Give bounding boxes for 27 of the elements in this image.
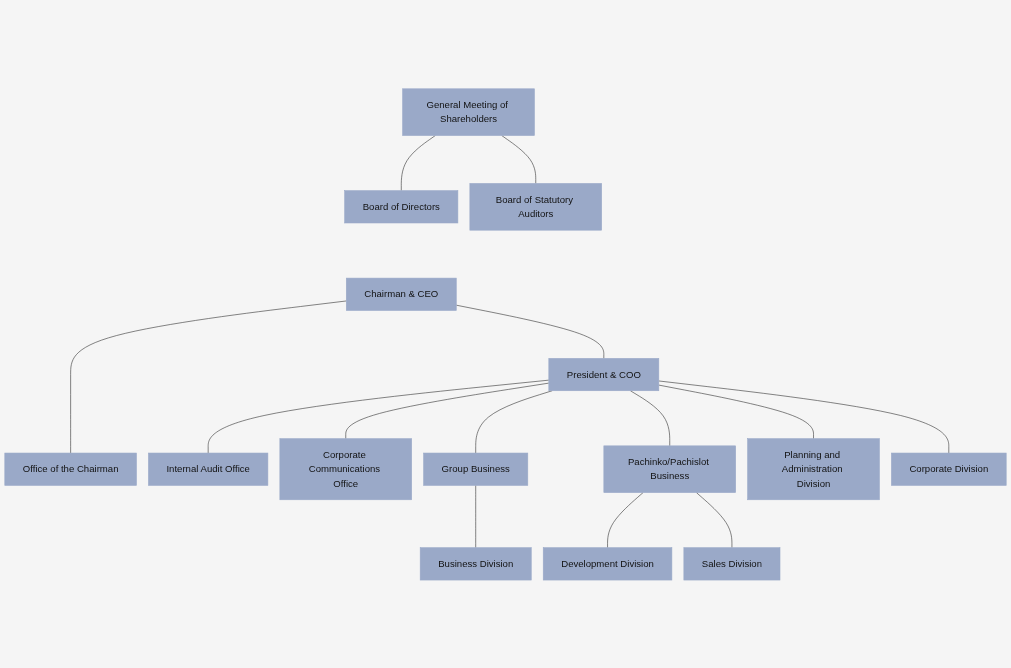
connector bbox=[630, 390, 671, 446]
node-box: General Meeting of Shareholders bbox=[402, 88, 535, 136]
node-box: Corporate Division bbox=[891, 452, 1007, 486]
node-box: Board of Statutory Auditors bbox=[469, 182, 602, 231]
connector bbox=[207, 379, 550, 453]
connector bbox=[607, 491, 644, 548]
node-box: Corporate Communications Office bbox=[279, 437, 412, 500]
connector bbox=[658, 380, 950, 453]
node-box: Planning and Administration Division bbox=[747, 437, 880, 500]
node-box: Board of Directors bbox=[344, 189, 459, 223]
node-box: Pachinko/Pachislot Business bbox=[603, 445, 736, 493]
node-box: Business Division bbox=[419, 547, 532, 580]
connector bbox=[501, 134, 537, 184]
node-box: Development Division bbox=[542, 547, 673, 580]
node-box: Internal Audit Office bbox=[148, 452, 269, 486]
node-box: Sales Division bbox=[683, 547, 781, 580]
connector bbox=[70, 300, 347, 453]
node-box: President & COO bbox=[548, 357, 660, 391]
connector bbox=[400, 134, 436, 191]
connector bbox=[455, 304, 605, 359]
connector bbox=[345, 382, 550, 439]
node-box: Group Business bbox=[423, 452, 529, 486]
connector bbox=[475, 390, 553, 453]
node-box: Office of the Chairman bbox=[4, 452, 137, 486]
node-box: Chairman & CEO bbox=[346, 277, 457, 311]
connector bbox=[658, 384, 814, 439]
connector bbox=[696, 491, 733, 548]
